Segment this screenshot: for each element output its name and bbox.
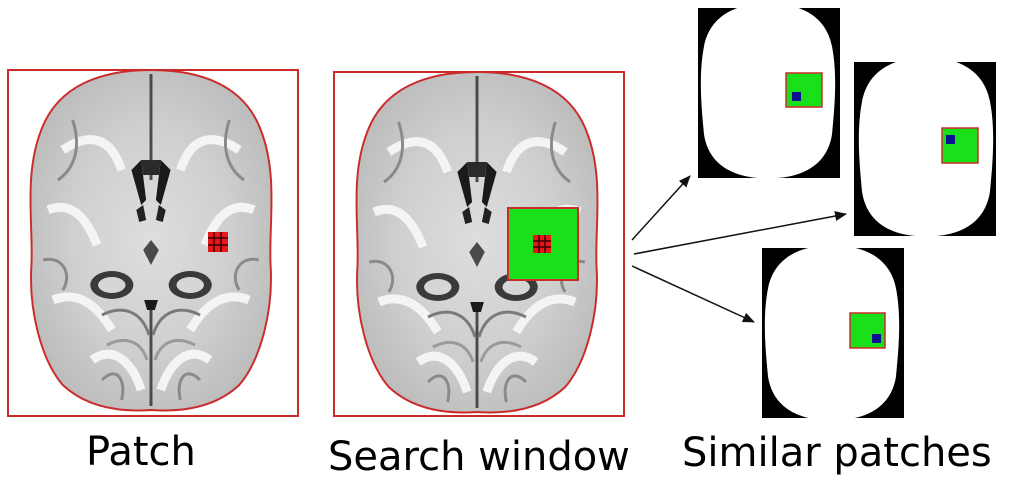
search-window-panel — [333, 72, 625, 417]
similar-patch-3-marker — [872, 334, 881, 343]
similar-patch-1-window — [785, 72, 823, 108]
similar-patch-1 — [698, 3, 840, 179]
similar-patch-2-window — [941, 127, 979, 164]
similar-patch-2-marker — [946, 135, 955, 144]
patch-panel — [7, 70, 299, 417]
patch-marker — [208, 232, 228, 252]
patch-caption: Patch — [86, 429, 196, 475]
arrow-to-similar-2 — [633, 211, 847, 255]
arrow-to-similar-3 — [631, 265, 755, 323]
similar-patch-1-marker — [792, 92, 801, 101]
brain-slice-patch — [30, 70, 271, 410]
similar-patches-caption: Similar patches — [682, 430, 992, 476]
similar-patch-2 — [854, 57, 996, 237]
similar-patch-3 — [762, 245, 904, 421]
search-window-caption: Search window — [328, 434, 630, 480]
search-window-patch-marker — [533, 235, 551, 253]
arrow-to-similar-1 — [631, 175, 691, 241]
